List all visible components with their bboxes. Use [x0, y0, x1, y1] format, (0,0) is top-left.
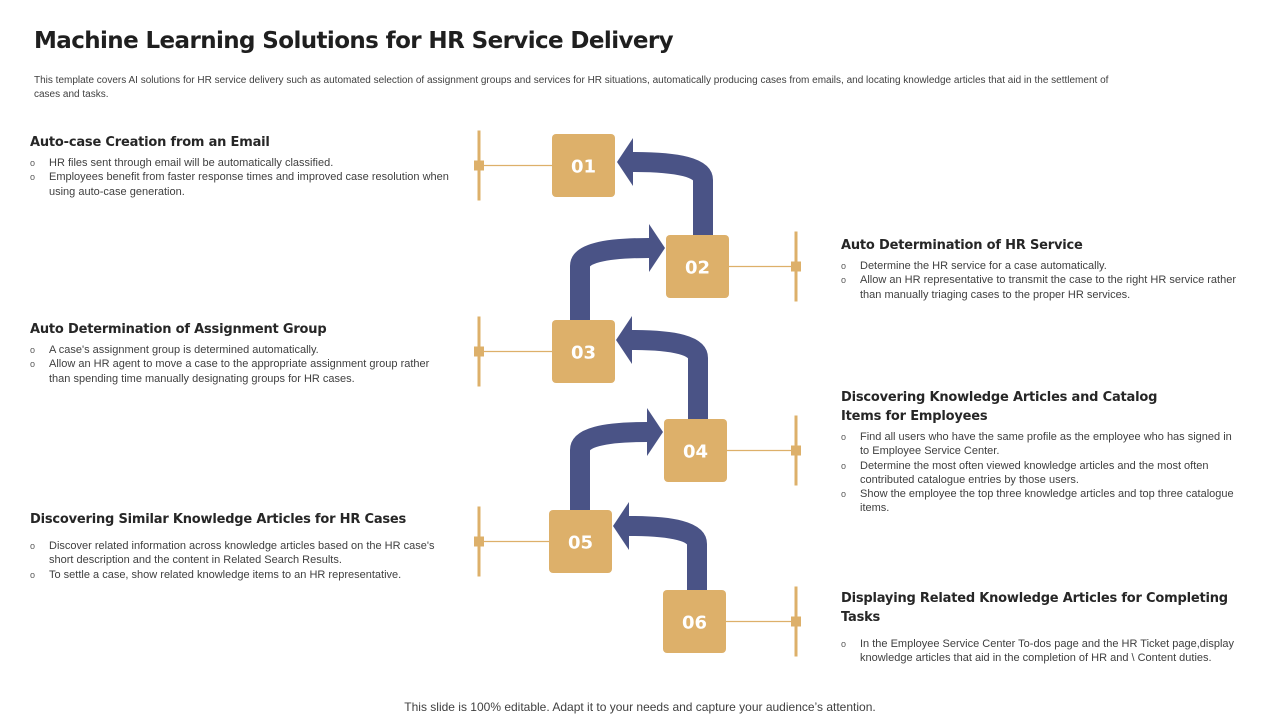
- bullet-circle-icon: o: [30, 345, 36, 355]
- step-2-section: Auto Determination of HR Service o Determ…: [841, 236, 1241, 302]
- bullet-item: o To settle a case, show related knowledg…: [30, 568, 450, 582]
- bullet-item: o Show the employee the top three knowled…: [841, 487, 1241, 516]
- bullet-item: o Allow an HR agent to move a case to the…: [30, 357, 450, 386]
- step-number: 04: [683, 442, 708, 463]
- bullet-text: Find all users who have the same profile…: [860, 431, 1232, 458]
- bullet-item: o In the Employee Service Center To-dos p…: [841, 637, 1261, 666]
- step-4-heading: Discovering Knowledge Articles and Catal…: [841, 390, 1158, 424]
- step-box: [663, 590, 726, 653]
- bullet-text: A case's assignment group is determined …: [49, 344, 319, 356]
- step-box: [664, 419, 727, 482]
- bullet-circle-icon: o: [30, 158, 36, 168]
- step-1-heading: Auto-case Creation from an Email: [30, 135, 270, 150]
- step-box: [552, 320, 615, 383]
- step-number: 05: [568, 533, 593, 554]
- bullet-circle-icon: o: [841, 489, 847, 500]
- flow-arrow-shaft: [570, 238, 650, 322]
- flow-arrow-head: [613, 502, 629, 550]
- step-3-section: Auto Determination of Assignment Group o…: [30, 320, 450, 386]
- step-5-section: Discovering Similar Knowledge Articles f…: [30, 510, 450, 582]
- bullet-text: Employees benefit from faster response t…: [49, 171, 449, 198]
- step-1-section: Auto-case Creation from an Email o HR fil…: [30, 133, 470, 199]
- bullet-text: Discover related information across know…: [49, 540, 435, 567]
- bullet-item: o Determine the most often viewed knowled…: [841, 459, 1241, 488]
- bullet-circle-icon: o: [30, 359, 36, 370]
- bullet-text: To settle a case, show related knowledge…: [49, 568, 402, 581]
- bullet-item: o A case's assignment group is determined…: [30, 343, 450, 357]
- step-3-heading: Auto Determination of Assignment Group: [30, 322, 327, 337]
- bullet-item: o Determine the HR service for a case aut…: [841, 259, 1241, 273]
- bullet-circle-icon: o: [30, 172, 36, 183]
- step-3-bullets: o A case's assignment group is determined…: [30, 343, 450, 386]
- step-1-bullets: o HR files sent through email will be aut…: [30, 156, 470, 199]
- step-4-bullets: o Find all users who have the same profil…: [841, 430, 1241, 516]
- bullet-item: o Find all users who have the same profil…: [841, 430, 1241, 459]
- flow-arrow-head: [617, 138, 633, 186]
- flow-arrows: [570, 138, 713, 592]
- step-2-bullets: o Determine the HR service for a case aut…: [841, 259, 1241, 302]
- bullet-circle-icon: o: [30, 541, 36, 551]
- bullet-text: Allow an HR representative to transmit t…: [860, 274, 1236, 301]
- flow-arrow-head: [616, 316, 632, 364]
- step-boxes: 01 02 03 04 05 06: [549, 134, 729, 653]
- connector-square: [474, 160, 484, 171]
- step-4-section: Discovering Knowledge Articles and Catal…: [841, 388, 1241, 516]
- connector-square: [791, 445, 801, 456]
- connector-square: [791, 616, 801, 627]
- flow-arrow-shaft: [632, 152, 713, 238]
- step-box: [666, 235, 729, 298]
- connector-square: [791, 261, 801, 272]
- flow-arrow-head: [647, 408, 663, 456]
- bullet-circle-icon: o: [841, 275, 847, 286]
- bullet-item: o Allow an HR representative to transmit …: [841, 273, 1241, 302]
- flow-arrow-shaft: [570, 422, 648, 512]
- step-6-heading: Displaying Related Knowledge Articles fo…: [841, 591, 1228, 625]
- bullet-text: Allow an HR agent to move a case to the …: [49, 358, 430, 385]
- step-box: [549, 510, 612, 573]
- bullet-text: Show the employee the top three knowledg…: [860, 488, 1234, 515]
- step-number: 03: [571, 343, 596, 364]
- connector-lines: [474, 130, 801, 657]
- slide-title: Machine Learning Solutions for HR Servic…: [34, 28, 674, 54]
- bullet-text: Determine the most often viewed knowledg…: [860, 459, 1209, 486]
- bullet-circle-icon: o: [841, 432, 847, 442]
- step-number: 01: [571, 157, 596, 178]
- flow-arrow-shaft: [628, 516, 707, 592]
- bullet-item: o HR files sent through email will be aut…: [30, 156, 470, 170]
- step-5-heading: Discovering Similar Knowledge Articles f…: [30, 512, 407, 527]
- step-box: [552, 134, 615, 197]
- step-5-bullets: o Discover related information across kno…: [30, 539, 450, 582]
- slide-footer: This slide is 100% editable. Adapt it to…: [404, 700, 876, 714]
- step-number: 06: [682, 613, 707, 634]
- bullet-circle-icon: o: [841, 460, 847, 471]
- flow-arrow-shaft: [631, 330, 708, 421]
- connector-square: [474, 536, 484, 547]
- connector-square: [474, 346, 484, 357]
- bullet-item: o Discover related information across kno…: [30, 539, 450, 568]
- step-6-section: Displaying Related Knowledge Articles fo…: [841, 589, 1261, 666]
- bullet-text: HR files sent through email will be auto…: [49, 157, 334, 169]
- bullet-text: Determine the HR service for a case auto…: [860, 260, 1107, 272]
- step-2-heading: Auto Determination of HR Service: [841, 238, 1083, 253]
- bullet-text: In the Employee Service Center To-dos pa…: [860, 638, 1235, 665]
- flow-arrow-head: [649, 224, 665, 272]
- bullet-item: o Employees benefit from faster response …: [30, 170, 470, 199]
- step-6-bullets: o In the Employee Service Center To-dos p…: [841, 637, 1261, 666]
- step-number: 02: [685, 258, 710, 279]
- bullet-circle-icon: o: [841, 639, 847, 649]
- bullet-circle-icon: o: [30, 569, 36, 580]
- bullet-circle-icon: o: [841, 261, 847, 271]
- slide-subtitle: This template covers AI solutions for HR…: [34, 75, 1109, 100]
